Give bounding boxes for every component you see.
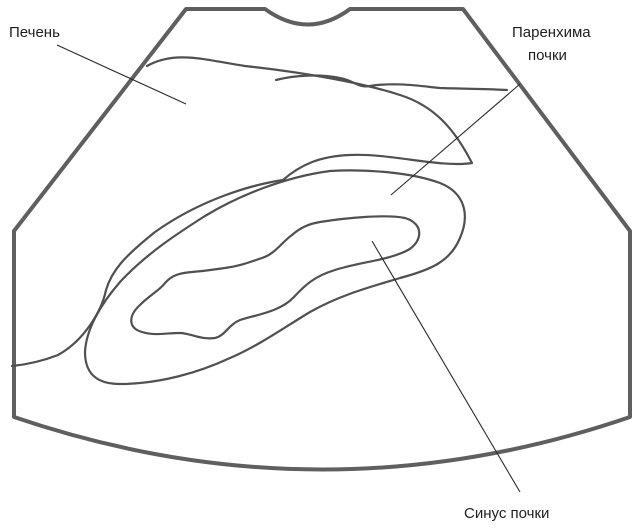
parenchyma-label-line1: Паренхима	[512, 24, 591, 41]
kidney-sinus-contour	[131, 216, 419, 338]
parenchyma-leader-line	[391, 84, 520, 195]
sinus-leader-line	[372, 241, 520, 492]
parenchyma-label-line2: почки	[528, 47, 567, 64]
liver-label: Печень	[9, 24, 60, 41]
kidney-parenchyma-contour	[85, 170, 465, 384]
liver-inner-line	[276, 76, 507, 90]
scan-sector-outline	[14, 9, 630, 470]
sinus-label: Синус почки	[464, 505, 549, 522]
